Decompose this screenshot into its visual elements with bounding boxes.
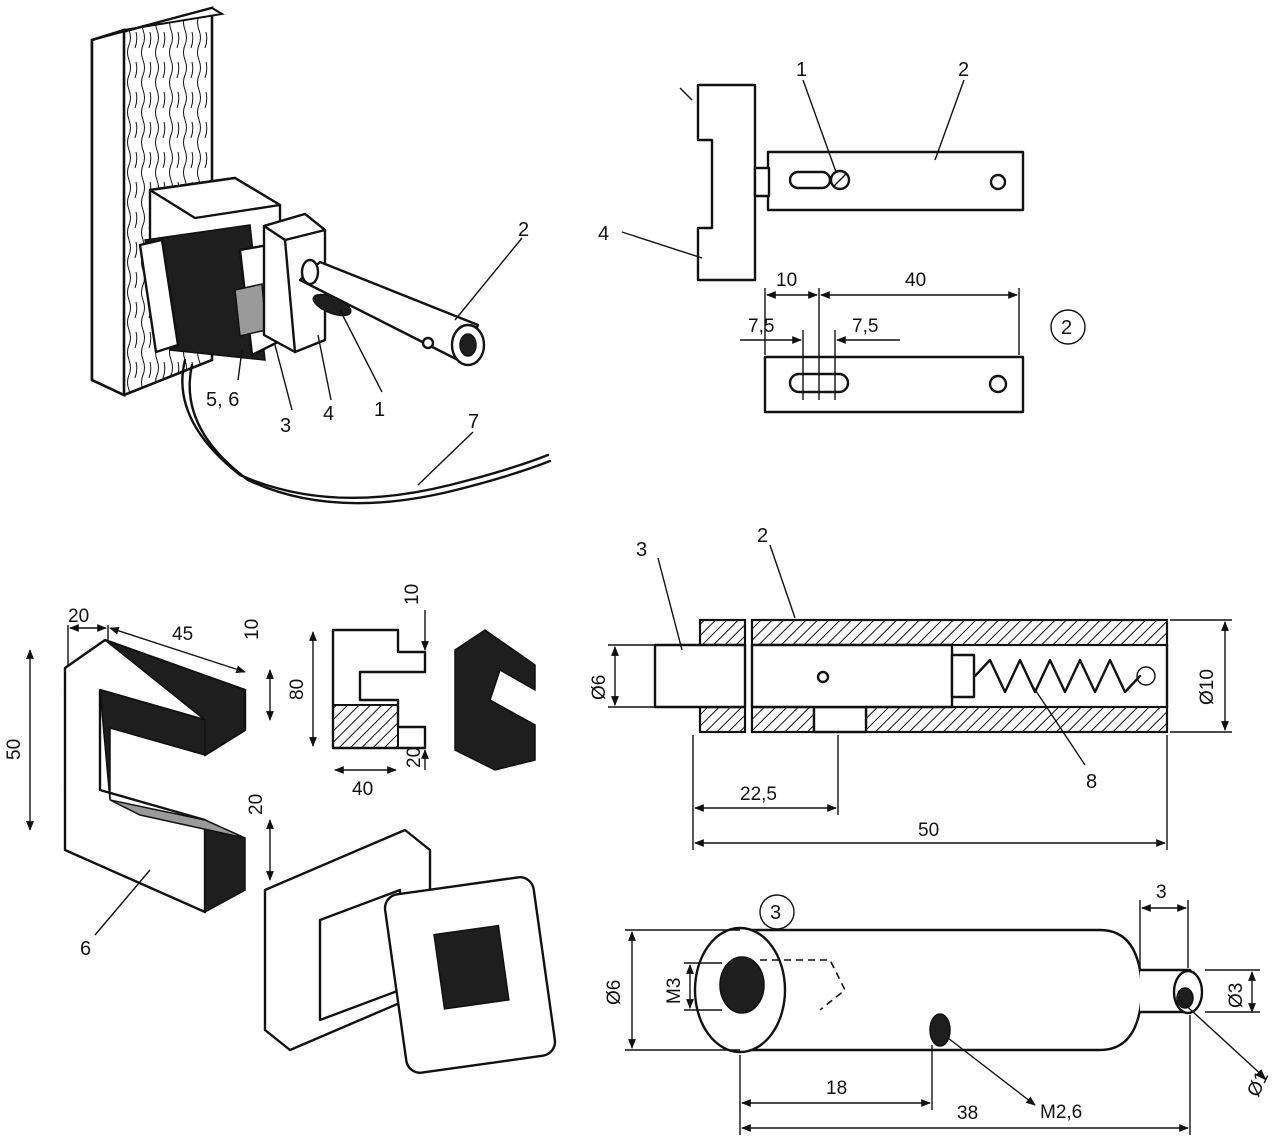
bracket-part4 [262,212,327,354]
plunger-part2 [298,258,486,367]
figure-2-view: 1 2 4 10 40 7,5 7,5 2 [598,59,1086,414]
core-dim-45: 45 [172,624,193,645]
fig3-dim-3: 3 [1156,882,1167,903]
core-dim-10: 10 [242,619,263,640]
core-iso-view [454,629,536,771]
core-dim-50: 50 [4,739,25,760]
section-dim-50: 50 [918,820,939,841]
assembly-label-4: 4 [323,403,334,425]
core-dim-20-mid: 20 [246,794,267,815]
core-dim-40: 40 [352,779,373,800]
fig3-dim-38: 38 [957,1103,978,1124]
section-dim-d10: Ø10 [1197,669,1218,705]
assembly-label-1: 1 [374,399,385,421]
fig3-dim-18: 18 [826,1078,847,1099]
spring-part8 [973,658,1142,694]
m3-thread [719,956,765,1014]
fig3-dim-d6: Ø6 [604,980,625,1005]
fig3-dim-m2-6: M2,6 [1040,1102,1082,1123]
core-dim-20-side: 20 [404,747,425,768]
fig3-number: 3 [770,902,781,924]
core-dimensions [26,610,429,936]
core-label-6: 6 [80,938,91,960]
twisted-wire-part7 [181,358,552,505]
fig2-number: 2 [1061,317,1072,339]
plunger-section-view: 3 2 8 Ø6 Ø10 22,5 50 [589,525,1232,850]
fig3-dim-m3: M3 [664,978,685,1004]
fig2-dimensions [740,288,1020,400]
assembly-label-2: 2 [518,219,529,241]
assembly-label-5-6: 5, 6 [206,389,239,411]
section-label-8: 8 [1086,771,1097,793]
fig2-dim-7-5-left: 7,5 [748,316,774,337]
bracket-side-view [696,83,757,282]
core-dim-10-side: 10 [402,584,423,605]
armature-part3 [653,643,747,709]
figure-3-view: 3 3 Ø6 M3 Ø3 Ø1 18 38 M2,6 [604,882,1273,1135]
fig3-dim-d3: Ø3 [1226,983,1247,1008]
core-and-bobbin-view: 20 45 10 50 20 80 10 20 40 6 [4,584,557,1074]
fig2-label-1: 1 [796,59,807,81]
c-core-part6 [63,638,247,914]
coil-bobbin [263,828,557,1074]
fig3-number-circle [759,894,795,930]
fig2-dim-7-5-right: 7,5 [852,316,878,337]
core-dim-20-top: 20 [68,606,89,627]
fig2-dim-40: 40 [905,270,926,291]
assembly-label-3: 3 [280,415,291,437]
coil-assembly [138,176,284,361]
fig2-label-4: 4 [598,223,609,245]
m2-6-hole [929,1013,951,1047]
fig2-label-2: 2 [958,59,969,81]
assembly-view: 2 5, 6 3 4 1 7 [90,6,552,505]
section-dim-22-5: 22,5 [740,784,777,805]
section-dim-d6: Ø6 [589,675,610,700]
assembly-label-7: 7 [468,411,479,433]
hole-view [989,173,1007,191]
fig2-number-circle [1050,309,1086,345]
core-dim-80: 80 [287,679,308,700]
assembly-leaders [237,237,523,486]
core-front-view [331,628,427,750]
slot-view [788,170,832,190]
fig2-dim-10: 10 [776,270,797,291]
section-label-2: 2 [757,525,768,547]
fig3-dim-d1: Ø1 [1243,1068,1273,1100]
section-label-3: 3 [636,539,647,561]
